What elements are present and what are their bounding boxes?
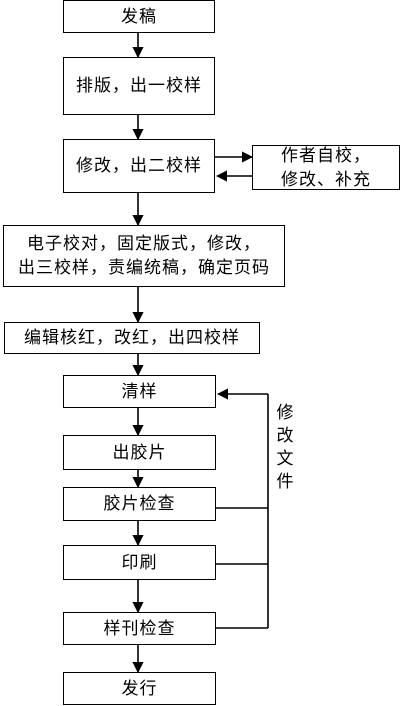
node-film-check: 胶片检查	[63, 487, 216, 521]
node-submit: 发稿	[63, 0, 215, 33]
node-sample-check: 样刊检查	[63, 612, 216, 645]
node-third-proof: 电子校对，固定版式，修改， 出三校样，责编统稿，确定页码	[3, 225, 285, 287]
feedback-label: 修 改 文 件	[273, 402, 297, 494]
node-printing: 印刷	[63, 545, 216, 580]
node-clean-proof: 清样	[63, 375, 216, 408]
node-first-proof: 排版，出一校样	[63, 57, 215, 115]
node-fourth-proof: 编辑核红，改红，出四校样	[4, 322, 260, 354]
node-second-proof: 修改，出二校样	[63, 139, 215, 193]
node-film-output: 出胶片	[63, 435, 216, 470]
node-release: 发行	[63, 672, 216, 705]
node-author-self-check: 作者自校， 修改、补充	[252, 145, 400, 190]
